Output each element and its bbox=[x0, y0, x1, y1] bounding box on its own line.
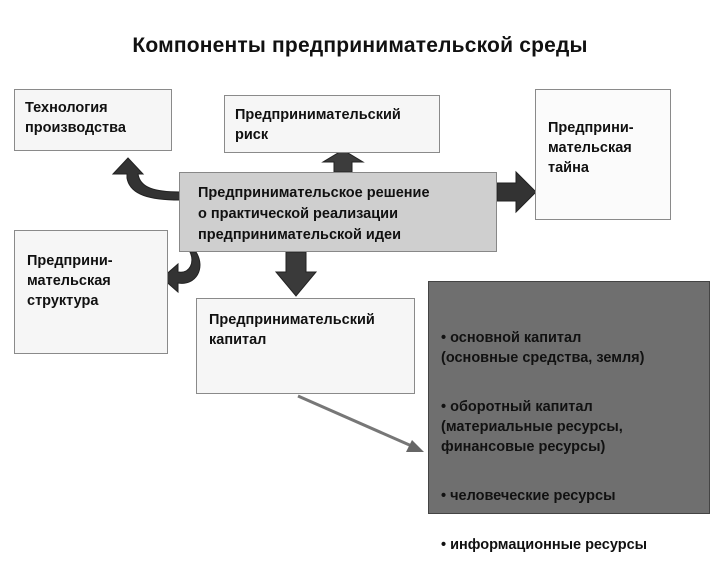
box-secret: Предприни- мательская тайна bbox=[535, 89, 671, 220]
resources-box: • основной капитал (основные средства, з… bbox=[428, 281, 710, 553]
box-risk: Предпринимательский риск bbox=[224, 95, 440, 153]
page-title: Компоненты предпринимательской среды bbox=[132, 34, 588, 57]
arrow-to-capital bbox=[274, 251, 318, 297]
arrow-to-secret bbox=[496, 170, 537, 214]
connector-arrows bbox=[111, 149, 537, 452]
arrow-to-risk bbox=[321, 149, 365, 173]
resource-item: • информационные ресурсы bbox=[441, 537, 648, 553]
box-capital: Предпринимательский капитал bbox=[196, 298, 415, 394]
arrow-to-tech bbox=[111, 157, 181, 201]
arrow-to-structure bbox=[161, 251, 201, 294]
box-technology: Технология производства bbox=[14, 89, 172, 151]
box-decision: Предпринимательское решение о практическ… bbox=[179, 172, 497, 252]
resource-item: • оборотный капитал (материальные ресурс… bbox=[441, 399, 623, 455]
arrow-capital-to-resources-head bbox=[406, 440, 424, 452]
box-structure: Предприни- мательская структура bbox=[14, 230, 168, 354]
arrow-capital-to-resources bbox=[297, 394, 415, 449]
resource-item: • человеческие ресурсы bbox=[441, 488, 616, 504]
resource-item: • основной капитал (основные средства, з… bbox=[441, 330, 645, 366]
